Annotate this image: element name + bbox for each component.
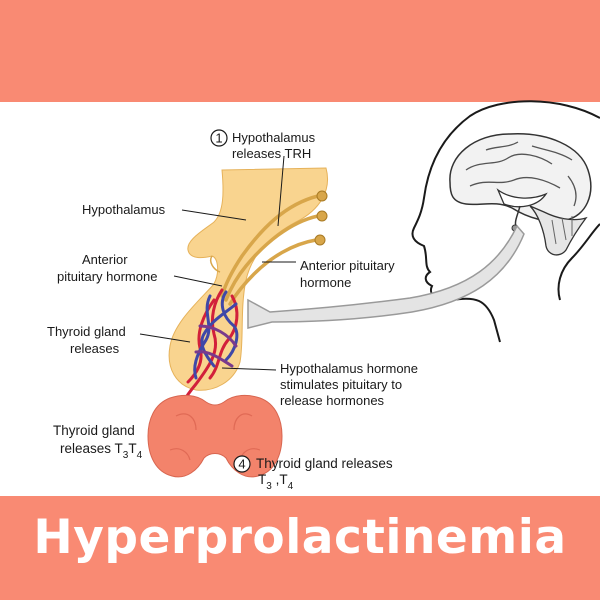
anterior-pituitary-label-line-2: hormone bbox=[300, 275, 351, 290]
hypothalamus-hormone-line-3: release hormones bbox=[280, 393, 385, 408]
anterior-label-line-2: pituitary hormone bbox=[57, 269, 157, 284]
hypothalamus-hormone-line-1: Hypothalamus hormone bbox=[280, 361, 418, 376]
step-1-line-1: Hypothalamus bbox=[232, 130, 316, 145]
step-1-marker bbox=[210, 129, 228, 147]
thyroid-releases-label-line-1: Thyroid gland bbox=[47, 324, 126, 339]
leader-lines bbox=[139, 155, 296, 371]
anterior-label-line-1: Anterior bbox=[82, 252, 128, 267]
step-4-number: 4 bbox=[238, 457, 245, 472]
anterior-pituitary-label-line-1: Anterior pituitary bbox=[300, 258, 395, 273]
thyroid-releases-label-line-2: releases bbox=[70, 341, 120, 356]
step-4-marker bbox=[233, 455, 251, 473]
page-title: Hyperprolactinemia bbox=[33, 510, 567, 565]
hypothalamus-label: Hypothalamus bbox=[82, 202, 166, 217]
title-band bbox=[0, 496, 600, 600]
step-4-line-2: T3 ,T4 bbox=[258, 472, 294, 492]
zoom-arrow bbox=[247, 224, 525, 329]
thyroid-t3t4-line-2: releases T3T4 bbox=[60, 441, 143, 461]
step-4-line-1: Thyroid gland releases bbox=[256, 456, 393, 471]
hypothalamus-hormone-line-2: stimulates pituitary to bbox=[280, 377, 402, 392]
step-1-number: 1 bbox=[215, 131, 222, 146]
nerve-terminals bbox=[314, 190, 328, 246]
nerve-fibers bbox=[220, 194, 320, 306]
thyroid-gland bbox=[147, 394, 283, 478]
thyroid-t3t4-line-1: Thyroid gland bbox=[53, 423, 135, 438]
step-1-line-2: releases TRH bbox=[232, 146, 311, 161]
